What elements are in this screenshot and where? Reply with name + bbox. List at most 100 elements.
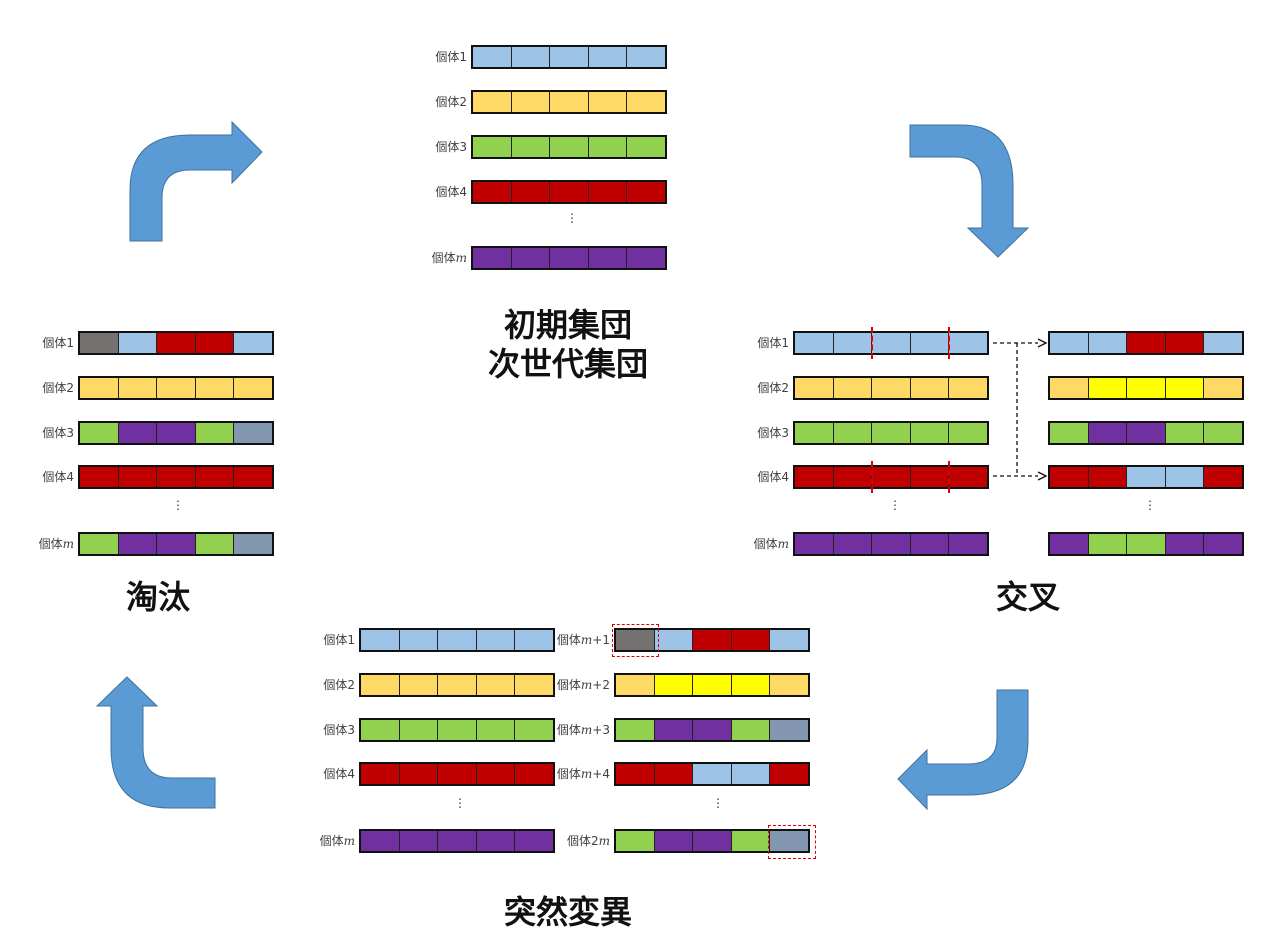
crossover-child-gene-4-3 [1127, 467, 1166, 487]
mutation-right-chromosome-1 [614, 628, 810, 652]
selection-gene-2-1 [80, 378, 119, 398]
crossover-child-gene-1-1 [1050, 333, 1089, 353]
crossover-cut-point-2-1 [871, 461, 873, 493]
crossover-parent-label-index-4: 4 [781, 470, 789, 484]
crossover-parent-chromosome-3 [793, 421, 989, 445]
initial-ellipsis: ⋮ [566, 211, 578, 225]
initial-label-3: 個体3 [435, 140, 467, 154]
initial-label-index-3: 3 [459, 140, 467, 154]
crossover-parent-gene-4-2 [833, 467, 873, 487]
mutation-right-chromosome-3 [614, 718, 810, 742]
crossover-parent-ellipsis: ⋮ [889, 498, 901, 512]
crossover-child-gene-1-3 [1127, 333, 1166, 353]
mutation-left-gene-3-2 [399, 720, 439, 740]
initial-gene-2-3 [550, 92, 589, 112]
mutation-left-gene-5-4 [476, 831, 516, 851]
crossover-child-chromosome-3 [1048, 421, 1244, 445]
crossover-parent-gene-2-5 [949, 378, 987, 398]
selection-chromosome-4 [78, 465, 274, 489]
mutation-left-gene-4-1 [361, 764, 400, 784]
cycle-arrow-crossover-to-mutation [897, 689, 1029, 811]
selection-label-2: 個体2 [42, 381, 74, 395]
selection-gene-3-5 [234, 423, 272, 443]
mutation-right-label-index-1: m+1 [580, 633, 610, 647]
selection-label-5: 個体m [38, 537, 74, 551]
selection-gene-4-4 [195, 467, 235, 487]
selection-gene-5-2 [118, 534, 158, 554]
selection-label-3: 個体3 [42, 426, 74, 440]
initial-gene-2-1 [473, 92, 512, 112]
selection-ellipsis: ⋮ [172, 498, 184, 512]
crossover-child-gene-4-1 [1050, 467, 1089, 487]
mutation-highlight-2 [768, 825, 816, 859]
crossover-child-gene-1-4 [1165, 333, 1205, 353]
mutation-right-label-index-5: 2m [590, 834, 610, 848]
selection-gene-2-5 [234, 378, 272, 398]
mutation-left-label-index-1: 1 [347, 633, 355, 647]
mutation-left-chromosome-1 [359, 628, 555, 652]
mutation-left-gene-4-3 [438, 764, 477, 784]
mutation-left-chromosome-5 [359, 829, 555, 853]
mutation-right-gene-1-4 [731, 630, 771, 650]
cycle-arrow-initial-to-crossover [909, 124, 1030, 258]
crossover-child-gene-3-2 [1088, 423, 1128, 443]
crossover-child-gene-2-1 [1050, 378, 1089, 398]
crossover-parent-gene-5-3 [872, 534, 911, 554]
selection-gene-4-5 [234, 467, 272, 487]
initial-gene-4-5 [627, 182, 665, 202]
crossover-child-gene-4-2 [1088, 467, 1128, 487]
selection-label-index-1: 1 [66, 336, 74, 350]
mutation-right-gene-2-4 [731, 675, 771, 695]
initial-chromosome-1 [471, 45, 667, 69]
initial-gene-2-4 [588, 92, 628, 112]
initial-gene-3-1 [473, 137, 512, 157]
initial-gene-5-5 [627, 248, 665, 268]
initial-gene-1-3 [550, 47, 589, 67]
crossover-parent-gene-5-4 [910, 534, 950, 554]
mutation-right-gene-1-5 [770, 630, 808, 650]
mutation-left-gene-4-5 [515, 764, 553, 784]
crossover-parent-chromosome-2 [793, 376, 989, 400]
selection-chromosome-3 [78, 421, 274, 445]
mutation-right-gene-4-5 [770, 764, 808, 784]
initial-label-2: 個体2 [435, 95, 467, 109]
mutation-right-chromosome-4 [614, 762, 810, 786]
selection-gene-5-3 [157, 534, 196, 554]
initial-gene-3-2 [511, 137, 551, 157]
initial-gene-2-2 [511, 92, 551, 112]
initial-gene-4-2 [511, 182, 551, 202]
initial-label-index-2: 2 [459, 95, 467, 109]
crossover-child-gene-3-4 [1165, 423, 1205, 443]
initial-gene-5-4 [588, 248, 628, 268]
crossover-parent-gene-3-2 [833, 423, 873, 443]
crossover-child-gene-5-5 [1204, 534, 1242, 554]
mutation-left-gene-3-5 [515, 720, 553, 740]
mutation-right-gene-1-3 [693, 630, 732, 650]
initial-label-1: 個体1 [435, 50, 467, 64]
initial-gene-3-3 [550, 137, 589, 157]
mutation-right-label-4: 個体m+4 [556, 767, 610, 781]
crossover-child-gene-2-2 [1088, 378, 1128, 398]
mutation-left-gene-5-1 [361, 831, 400, 851]
initial-gene-5-1 [473, 248, 512, 268]
crossover-parent-chromosome-4 [793, 465, 989, 489]
crossover-parent-chromosome-5 [793, 532, 989, 556]
mutation-right-gene-2-3 [693, 675, 732, 695]
crossover-parent-gene-1-1 [795, 333, 834, 353]
mutation-left-label-4: 個体4 [323, 767, 355, 781]
initial-chromosome-3 [471, 135, 667, 159]
mutation-right-gene-3-5 [770, 720, 808, 740]
crossover-parent-gene-2-4 [910, 378, 950, 398]
mutation-left-gene-5-5 [515, 831, 553, 851]
mutation-left-gene-3-3 [438, 720, 477, 740]
mutation-right-gene-5-2 [654, 831, 694, 851]
crossover-parent-gene-1-2 [833, 333, 873, 353]
initial-gene-1-4 [588, 47, 628, 67]
mutation-right-gene-2-2 [654, 675, 694, 695]
crossover-child-gene-1-2 [1088, 333, 1128, 353]
mutation-left-gene-2-4 [476, 675, 516, 695]
crossover-parent-gene-1-4 [910, 333, 950, 353]
crossover-parent-gene-1-5 [949, 333, 987, 353]
initial-label-index-1: 1 [459, 50, 467, 64]
